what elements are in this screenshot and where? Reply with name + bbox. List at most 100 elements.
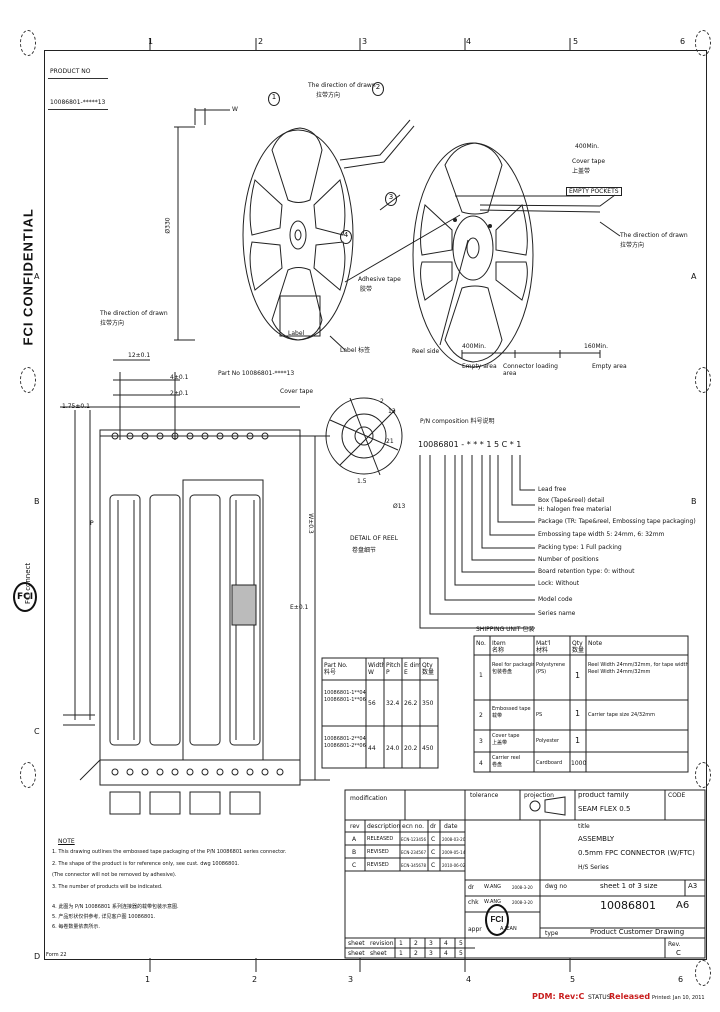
note-line-4: 4. 此图为 P/N 10086801 系列连接器的载带包装示意图. — [52, 904, 179, 910]
sheet-row-label: sheet — [348, 940, 365, 947]
product-no-label: PRODUCT NO — [50, 68, 91, 75]
rev-h-2: ecn no. — [402, 823, 424, 830]
pkg-r2-c2: Polyester — [536, 738, 560, 744]
pn-code: 10086801 - * * * 1 5 C * 1 — [418, 440, 522, 449]
zone-right-a: A — [691, 272, 697, 281]
tb-dwg-label: dwg no — [545, 883, 567, 890]
pkg-r0-c3: 1 — [575, 672, 581, 679]
tb-dr-name: W.ANG — [484, 884, 501, 890]
tb-title-2: 0.5mm FPC CONNECTOR (W/FTC) — [578, 850, 695, 857]
cover-tape-note: Cover tape — [280, 388, 314, 395]
dim-right-160: 160Min. — [584, 343, 609, 350]
note-line-3: 3. The number of products will be indica… — [52, 884, 163, 890]
zone-bottom-2: 2 — [252, 975, 258, 984]
rev-r0-3: C — [431, 836, 436, 843]
tb-modification: modification — [350, 795, 388, 802]
cover-len: 400Min. — [575, 143, 600, 150]
dim-th-4: Qty 数量 — [422, 662, 435, 676]
pkg-th-4: Note — [588, 640, 603, 647]
tape-dim-3: 2±0.1 — [170, 390, 189, 397]
tb-projection: projection — [524, 792, 554, 799]
sheet2-label: sheet — [348, 950, 365, 957]
tb-title-1: ASSEMBLY — [578, 836, 615, 843]
pkg-r0-c2: Polystyrene (PS) — [536, 662, 566, 675]
pn-item-0: Lead free — [538, 486, 567, 493]
pkg-th-0: No. — [476, 640, 486, 647]
margin-circle — [20, 30, 36, 56]
pkg-r1-c4: Carrier tape size 24/32mm — [588, 712, 655, 718]
rev-h-3: dr — [430, 823, 437, 830]
tb-sheet: sheet 1 of 3 size — [600, 883, 658, 890]
rev-r1-0: B — [352, 849, 357, 856]
dim-left-400: 400Min. — [462, 343, 487, 350]
margin-circle — [20, 762, 36, 788]
printed-date: Printed: Jan 10, 2011 — [652, 995, 705, 1001]
detail-dim-2: 2 — [380, 398, 384, 405]
zone-left-d: D — [34, 952, 41, 961]
pn-item-2: H: halogen free material — [538, 506, 612, 513]
margin-circle — [695, 30, 711, 56]
direction-label-left-cn: 拉带方向 — [100, 320, 125, 327]
direction-label-right: The direction of drawn — [620, 232, 688, 239]
rev-r1-4: 2009-05-14 — [442, 850, 466, 855]
rev-r0-0: A — [352, 836, 357, 843]
rev-r2-3: C — [431, 862, 436, 869]
tb-appr-name: A.JEAN — [500, 926, 517, 932]
margin-circle — [695, 960, 711, 986]
header-underline — [48, 78, 108, 79]
status-label: STATUS: — [588, 994, 613, 1001]
reel-side-label: Reel side — [412, 348, 440, 355]
zone-bottom-1: 1 — [145, 975, 151, 984]
tb-dr: dr — [468, 884, 475, 891]
rev-r1-1: REVISED — [367, 849, 389, 855]
tb-size: A3 — [688, 883, 698, 890]
cover-label-cn: 上盖带 — [572, 168, 591, 175]
balloon-2: 2 — [372, 82, 384, 96]
pdm-rev: PDM: Rev:C — [532, 992, 585, 1001]
drawing-border — [44, 50, 707, 960]
sheet-col-5: 5 — [459, 940, 463, 947]
dim-r0-c0: 10086801-1**04HLF 10086801-1**06HLF — [324, 690, 366, 703]
rev-r0-1: RELEASED — [367, 836, 394, 842]
rev-r2-2: ECN-345678 — [401, 863, 427, 868]
pkg-r3-c2: Cardboard — [536, 760, 563, 766]
detail-dim-13: 13 — [388, 408, 396, 415]
pn-item-8: Lock: Without — [538, 580, 580, 587]
margin-circle — [20, 367, 36, 393]
tb-title-3: H/S Series — [578, 864, 609, 871]
tb-family: SEAM FLEX 0.5 — [578, 806, 631, 813]
pkg-r1-c2: PS — [536, 712, 543, 718]
sheet-num-3: 3 — [429, 950, 433, 957]
pn-item-1: Box (Tape&reel) detail — [538, 497, 605, 504]
fci-logo: FCI — [485, 904, 509, 936]
rev-r0-4: 2008-03-20 — [442, 837, 466, 842]
pitch-label: P — [90, 520, 94, 527]
rev-h-0: rev — [350, 823, 360, 830]
pkg-r3-c3: 1000 — [571, 760, 587, 767]
dim-r0-c3: 26.2 — [404, 700, 418, 707]
pn-item-4: Embossing tape width 5: 24mm, 6: 32mm — [538, 531, 665, 538]
label-tag: Label 标签 — [340, 347, 371, 354]
tb-rev-label: Rev. — [668, 941, 681, 948]
zone-top-1: 1 — [148, 37, 154, 46]
leader-left: Empty area — [462, 363, 497, 370]
label-box-text: Label — [288, 330, 305, 337]
page-tag: Form 22 — [46, 952, 67, 958]
rev-r1-3: C — [431, 849, 436, 856]
rev-r1-2: ECN-234567 — [401, 850, 427, 855]
cover-label: Cover tape — [572, 158, 606, 165]
zone-left-a: A — [34, 272, 40, 281]
dim-r1-c0: 10086801-2**04HLF 10086801-2**06HLF — [324, 736, 366, 749]
pkg-r0-c4: Reel Width 24mm/32mm, for tape width Ree… — [588, 662, 688, 675]
pkg-r1-c1: Embossed tape 载带 — [492, 706, 531, 719]
rev-r0-2: ECN-123456 — [401, 837, 427, 842]
tb-type-label: type — [545, 930, 559, 937]
tape-dim-2: 4±0.1 — [170, 374, 189, 381]
margin-circle — [695, 762, 711, 788]
balloon-4: 4 — [340, 230, 352, 244]
tape-dim-4: 1.75±0.1 — [62, 403, 90, 410]
note-line-2: (The connector will not be removed by ad… — [52, 872, 177, 878]
zone-left-b: B — [34, 497, 40, 506]
sheet-col-1: 1 — [399, 940, 403, 947]
tb-chk: chk — [468, 899, 479, 906]
